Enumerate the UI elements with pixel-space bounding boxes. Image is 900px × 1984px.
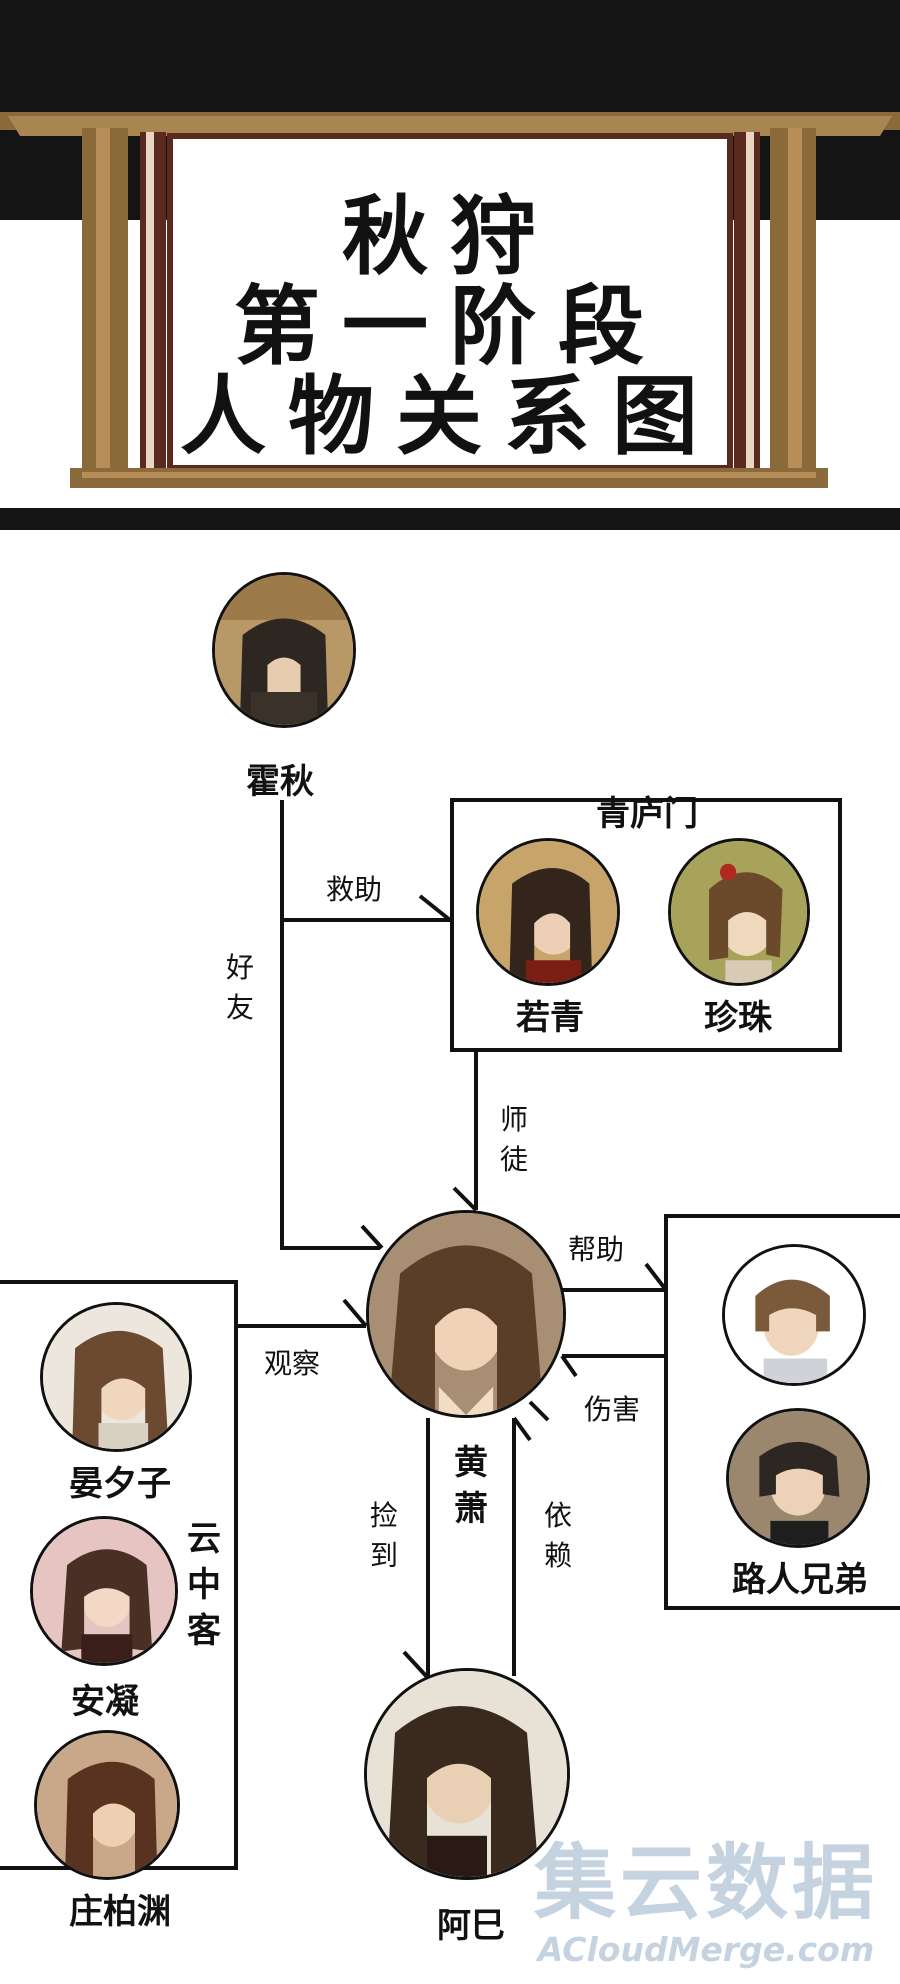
portrait-zhuangboyuan	[34, 1730, 180, 1880]
line-huoqiu-huangxiao	[280, 800, 380, 1250]
portrait-anning	[30, 1516, 178, 1666]
name-zhuangboyuan: 庄柏渊	[69, 1892, 171, 1932]
banner-title-line-2: 第一阶段	[234, 276, 666, 377]
name-luren: 路人兄弟	[732, 1560, 868, 1600]
relation-jiandao: 捡到	[369, 1499, 398, 1572]
portrait-luren-2	[726, 1408, 870, 1548]
portrait-huangxiao	[366, 1210, 566, 1418]
relation-guancha: 观察	[264, 1347, 321, 1380]
relation-bangzhu: 帮助	[568, 1233, 625, 1266]
name-ruoqing: 若青	[516, 998, 584, 1038]
relation-haoyou: 好友	[225, 951, 254, 1024]
name-aba: 阿巳	[437, 1906, 505, 1946]
portrait-ruoqing	[476, 838, 620, 986]
name-anning: 安凝	[71, 1682, 139, 1722]
name-huangxiao: 黄萧	[454, 1443, 488, 1529]
relation-yilai: 依赖	[543, 1499, 572, 1572]
portrait-aba	[364, 1668, 570, 1880]
watermark-cn: 集云数据	[533, 1836, 878, 1931]
relation-jiuzhu: 救助	[326, 873, 383, 906]
banner-title-line-1: 秋狩	[342, 186, 558, 287]
name-huoqiu: 霍秋	[246, 762, 314, 802]
portrait-luren-1	[722, 1244, 866, 1386]
group-label-qinglu: 青庐门	[596, 794, 698, 834]
qinglu-group-box	[450, 798, 842, 1052]
watermark: 集云数据 ACloudMerge.com	[526, 1838, 886, 1970]
banner-title-line-3: 人物关系图	[180, 366, 720, 467]
name-zhenzhu: 珍珠	[704, 998, 772, 1038]
watermark-en: ACloudMerge.com	[537, 1930, 875, 1969]
relation-shitu: 师徒	[499, 1103, 528, 1176]
portrait-huoqiu	[212, 572, 356, 728]
relation-shanghai: 伤害	[584, 1393, 641, 1426]
name-yanxizi: 晏夕子	[69, 1464, 171, 1504]
group-label-yunzhong: 云中客	[187, 1519, 221, 1651]
portrait-yanxizi	[40, 1302, 192, 1452]
portrait-zhenzhu	[668, 838, 810, 986]
title-scroll-banner	[0, 0, 900, 530]
luren-group-box	[664, 1214, 900, 1610]
